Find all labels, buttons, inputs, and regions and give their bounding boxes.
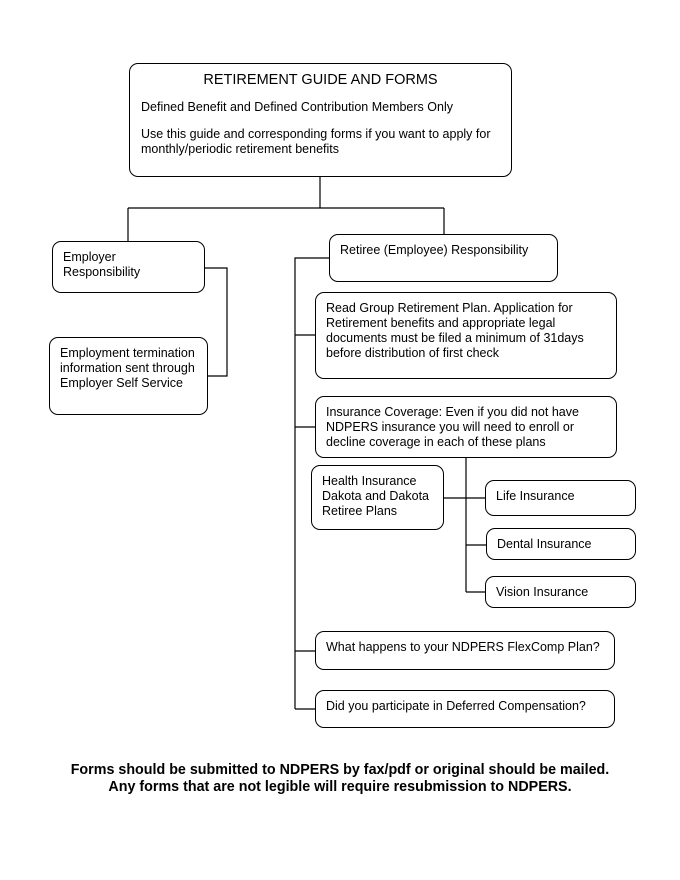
connector-top-split: [127, 177, 445, 241]
vision-insurance-box: Vision Insurance: [485, 576, 636, 608]
deferred-compensation-box: Did you participate in Deferred Compensa…: [315, 690, 615, 728]
dental-insurance-box: Dental Insurance: [486, 528, 636, 560]
connector-employer-bracket: [205, 267, 228, 377]
connector-retiree-spine: [294, 257, 329, 710]
connector-insurance-branch: [444, 458, 486, 593]
guide-subtitle: Defined Benefit and Defined Contribution…: [141, 100, 453, 114]
guide-description: Use this guide and corresponding forms i…: [141, 127, 491, 156]
life-insurance-box: Life Insurance: [485, 480, 636, 516]
flexcomp-plan-box: What happens to your NDPERS FlexComp Pla…: [315, 631, 615, 670]
retiree-responsibility-box: Retiree (Employee) Responsibility: [329, 234, 558, 282]
employment-termination-box: Employment termination information sent …: [49, 337, 208, 415]
health-insurance-box: Health Insurance Dakota and Dakota Retir…: [311, 465, 444, 530]
footer-line-2: Any forms that are not legible will requ…: [108, 779, 572, 795]
retirement-guide-header-box: RETIREMENT GUIDE AND FORMS Defined Benef…: [129, 63, 512, 177]
guide-title: RETIREMENT GUIDE AND FORMS: [203, 72, 438, 88]
employer-responsibility-box: Employer Responsibility: [52, 241, 205, 293]
insurance-coverage-box: Insurance Coverage: Even if you did not …: [315, 396, 617, 458]
submission-footer-note: Forms should be submitted to NDPERS by f…: [40, 762, 640, 796]
footer-line-1: Forms should be submitted to NDPERS by f…: [70, 762, 610, 778]
read-retirement-plan-box: Read Group Retirement Plan. Application …: [315, 292, 617, 379]
